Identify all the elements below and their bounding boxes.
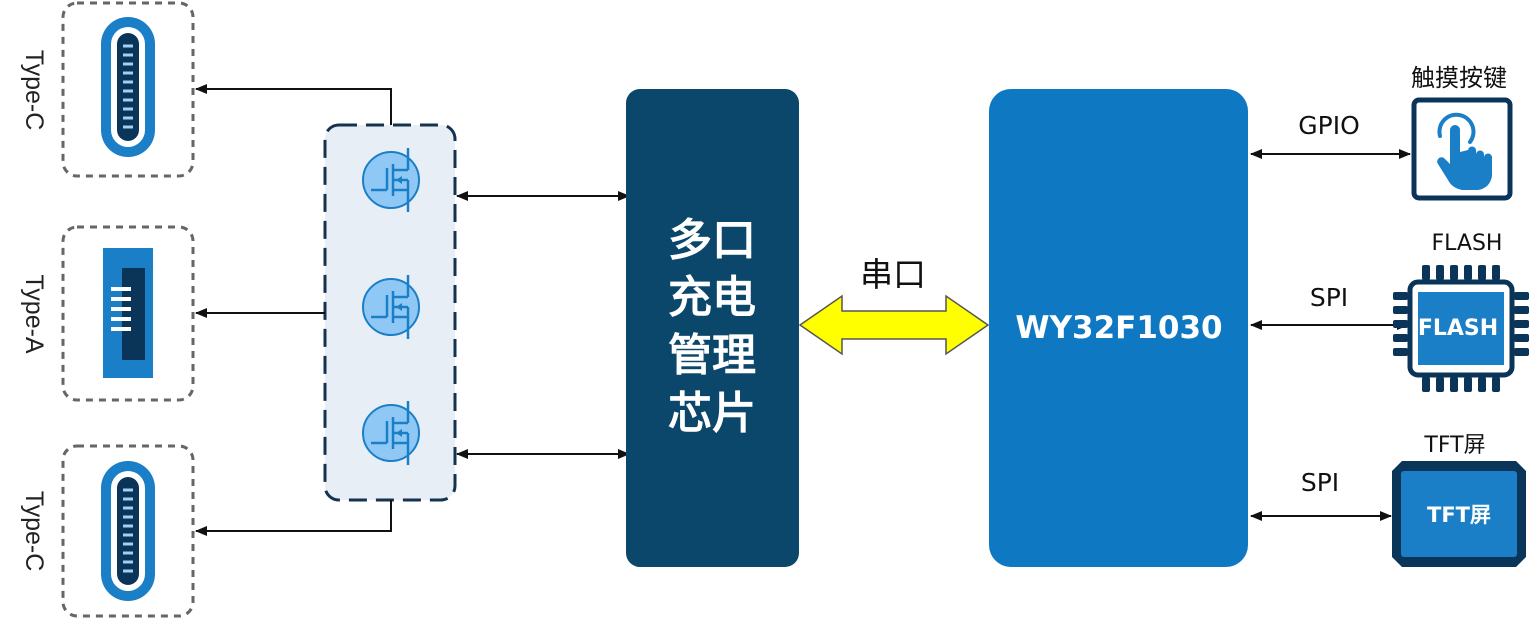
mosfet-switch-panel — [323, 123, 457, 502]
mosfet-icon — [362, 401, 420, 465]
usb-c-connector-icon — [101, 17, 155, 157]
chip-label-line: 多口 — [668, 215, 756, 266]
mosfet-icon — [362, 148, 420, 212]
chip-label-line: 管理 — [668, 330, 756, 381]
mcu-label: WY32F1030 — [1015, 310, 1222, 346]
spi-bus-label-flash: SPI — [1310, 283, 1348, 312]
mcu-block: WY32F1030 — [989, 89, 1248, 567]
port-label: Type-C — [20, 491, 48, 572]
tft-title: TFT屏 — [1423, 433, 1485, 458]
type-c-port-top: Type-C — [20, 1, 195, 178]
usb-c-connector-icon — [101, 461, 155, 601]
uart-double-arrow — [798, 294, 990, 356]
peripheral-links — [1250, 149, 1411, 521]
charger-management-chip: 多口 充电 管理 芯片 — [626, 89, 799, 567]
flash-chip-icon: FLASH — [1393, 265, 1529, 392]
chip-label-line: 充电 — [668, 272, 756, 323]
type-a-port: Type-A — [20, 225, 195, 402]
panel-chip-links — [456, 191, 630, 459]
port-label: Type-C — [20, 50, 48, 131]
tft-screen-text: TFT屏 — [1427, 503, 1491, 527]
chip-label-line: 芯片 — [668, 388, 756, 439]
touch-key-title: 触摸按键 — [1411, 64, 1507, 92]
gpio-bus-label: GPIO — [1298, 111, 1360, 140]
mosfet-icon — [362, 275, 420, 339]
uart-link: 串口 — [798, 255, 990, 356]
port-label: Type-A — [20, 274, 48, 354]
usb-a-connector-icon — [103, 248, 153, 378]
touch-key-peripheral: 触摸按键 — [1411, 64, 1513, 201]
flash-peripheral: FLASH FLASH — [1393, 231, 1529, 392]
flash-title: FLASH — [1432, 231, 1503, 256]
tft-screen-icon: TFT屏 — [1392, 461, 1526, 567]
uart-label: 串口 — [860, 255, 926, 294]
flash-chip-text: FLASH — [1418, 316, 1498, 341]
type-c-port-bottom: Type-C — [20, 444, 195, 618]
tft-peripheral: TFT屏 TFT屏 — [1392, 433, 1526, 567]
spi-bus-label-tft: SPI — [1301, 468, 1339, 497]
touch-icon — [1411, 97, 1513, 201]
port-connection-lines — [195, 84, 392, 536]
